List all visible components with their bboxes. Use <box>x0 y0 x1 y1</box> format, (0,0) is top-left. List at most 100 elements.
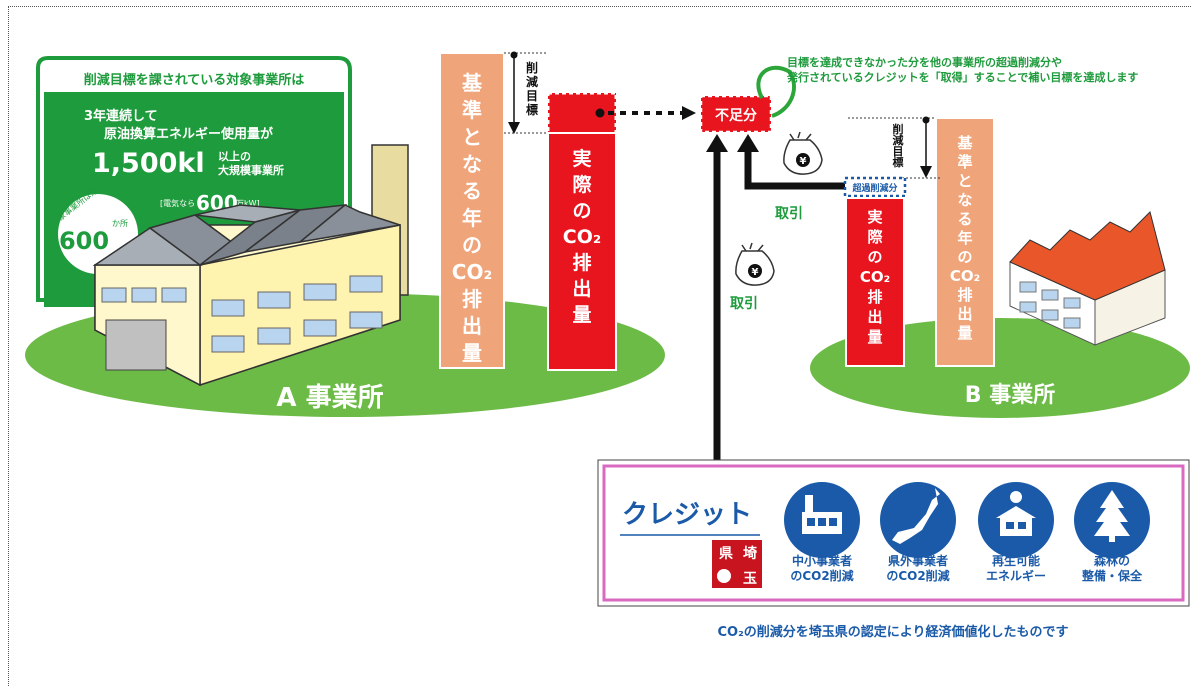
money-bag-icon: ¥ <box>735 242 775 286</box>
shortfall-label: 不足分 <box>715 108 757 124</box>
site-a-reduction-char: 削 <box>526 60 538 75</box>
credit-item-line2: エネルギー <box>986 568 1046 583</box>
site-a-base-bar-char: 量 <box>462 341 482 365</box>
site-a-actual-bar-char: 排 <box>572 251 591 274</box>
site-b-reduction-char: 減 <box>893 133 904 147</box>
trade-label-lower: 取引 <box>730 296 758 312</box>
svg-text:¥: ¥ <box>800 156 807 167</box>
site-b-base-bar-char: と <box>957 172 972 190</box>
site-a-base-bar-char: 排 <box>462 287 482 311</box>
seal-char-1: 県 <box>719 546 733 562</box>
tree-icon <box>1074 482 1150 558</box>
site-b-actual-bar-char: CO₂ <box>860 268 890 286</box>
factory-a-icon <box>92 144 409 387</box>
site-b-base-bar-char: 出 <box>957 305 972 323</box>
site-a-actual-bar-char: 際 <box>572 173 592 196</box>
credit-item-line1: 県外事業者 <box>888 553 948 568</box>
credit-item-line1: 再生可能 <box>992 553 1040 568</box>
site-b-actual-bar <box>845 197 905 367</box>
site-a-actual-bar-char: 量 <box>572 304 591 326</box>
site-a-actual-bar <box>547 132 617 371</box>
target-panel-amount-suffix2: 大規模事業所 <box>218 163 284 177</box>
credit-arrow <box>706 134 728 460</box>
site-a-actual-bar-char: 実 <box>572 147 591 170</box>
money-bag-icon: ¥ <box>783 131 823 175</box>
site-b-base-bar-char: 量 <box>957 324 972 342</box>
site-b-reduction-marker <box>848 116 940 179</box>
site-b-base-bar-char: 排 <box>957 286 972 304</box>
site-a-actual-bar-char: の <box>572 200 591 222</box>
site-b-actual-bar-text: 実際の CO₂ 排出量 <box>860 208 890 346</box>
site-a-base-bar-char: る <box>462 179 482 203</box>
credit-item-line1: 中小事業者 <box>792 553 852 568</box>
site-b-actual-bar-char: 量 <box>867 328 882 346</box>
site-a-base-bar-char: 出 <box>462 314 482 338</box>
trade-label-upper: 取引 <box>775 206 803 222</box>
site-a-base-bar-char: と <box>462 125 482 149</box>
site-b-base-bar-char: 基 <box>956 134 973 152</box>
target-panel-header: 削減目標を課されている対象事業所は <box>84 72 305 88</box>
shortfall-box <box>699 94 773 134</box>
page-border <box>8 6 1191 686</box>
site-a-base-bar-char: の <box>462 233 482 257</box>
target-panel-amount-suffix1: 以上の <box>218 149 251 163</box>
site-b-base-bar-char: の <box>957 248 972 266</box>
target-panel-elec-prefix: [電気なら <box>160 198 195 208</box>
site-a-reduction-marker <box>504 51 548 134</box>
japan-map-icon <box>880 480 956 558</box>
target-panel-line2: 原油換算エネルギー使用量が <box>104 126 273 142</box>
solar-house-icon <box>978 482 1054 558</box>
count-badge-value: 600 <box>59 227 109 255</box>
site-b-base-bar-char: CO₂ <box>950 267 980 285</box>
saitama-seal-icon: 県 埼 玉 <box>712 540 762 588</box>
site-b-actual-bar-char: 際 <box>867 228 883 246</box>
target-panel-amount: 1,500kl <box>92 148 205 179</box>
site-b-actual-bar-char: 排 <box>867 288 882 306</box>
target-panel-line1: 3年連続して <box>84 108 158 124</box>
site-b-excess-label: 超過削減分 <box>851 182 897 194</box>
site-b-reduction-char: 標 <box>893 155 904 169</box>
factory-b-icon <box>1009 211 1166 346</box>
site-b-actual-bar-char: 実 <box>867 208 882 226</box>
site-b-excess-block <box>843 176 907 198</box>
site-b-reduction-char: 目 <box>893 145 904 158</box>
site-a-base-bar-char: 年 <box>462 206 482 230</box>
site-a-reduction-char: 標 <box>526 102 538 117</box>
site-b-base-bar-char: な <box>957 191 972 209</box>
credit-item-line2: のCO2削減 <box>886 568 949 583</box>
site-b-base-bar-char: 準 <box>957 153 972 171</box>
shortfall-dotted-arrow <box>595 106 696 120</box>
note-line1: 目標を達成できなかった分を他の事業所の超過削減分や <box>787 55 1062 69</box>
acquire-curve-icon <box>756 65 796 118</box>
site-a-reduction-char: 目 <box>526 89 538 103</box>
site-a-base-bar <box>439 52 505 369</box>
seal-char-3: 玉 <box>743 571 757 587</box>
site-a-base-bar-char: 基 <box>462 71 483 95</box>
trade-arrow <box>737 134 845 190</box>
site-b-base-bar <box>935 117 995 367</box>
seal-char-2: 埼 <box>743 545 757 562</box>
site-a-shortfall-block <box>546 91 618 137</box>
note-line2: 発行されているクレジットを「取得」することで補い目標を達成します <box>786 70 1138 84</box>
site-b-actual-bar-char: の <box>867 248 882 266</box>
site-b-actual-bar-char: 出 <box>867 308 882 326</box>
site-a-reduction-label: 削減目標 <box>526 60 538 117</box>
site-a-base-bar-char: CO₂ <box>452 260 492 284</box>
site-b-reduction-label: 削減目標 <box>893 122 904 169</box>
site-b-reduction-char: 削 <box>893 122 904 136</box>
site-b-base-bar-char: る <box>957 210 972 228</box>
svg-text:¥: ¥ <box>752 267 759 278</box>
count-badge-unit: か所 <box>112 218 128 228</box>
site-a-label: A 事業所 <box>276 383 383 413</box>
credit-caption: CO₂の削減分を埼玉県の認定により経済価値化したものです <box>717 624 1068 640</box>
site-a-base-bar-char: 準 <box>462 98 482 122</box>
site-a-base-bar-char: な <box>462 152 482 176</box>
target-panel-elec-suffix: 万kW] <box>236 199 260 208</box>
factory-icon <box>784 482 860 558</box>
site-b-label: B 事業所 <box>965 382 1055 408</box>
